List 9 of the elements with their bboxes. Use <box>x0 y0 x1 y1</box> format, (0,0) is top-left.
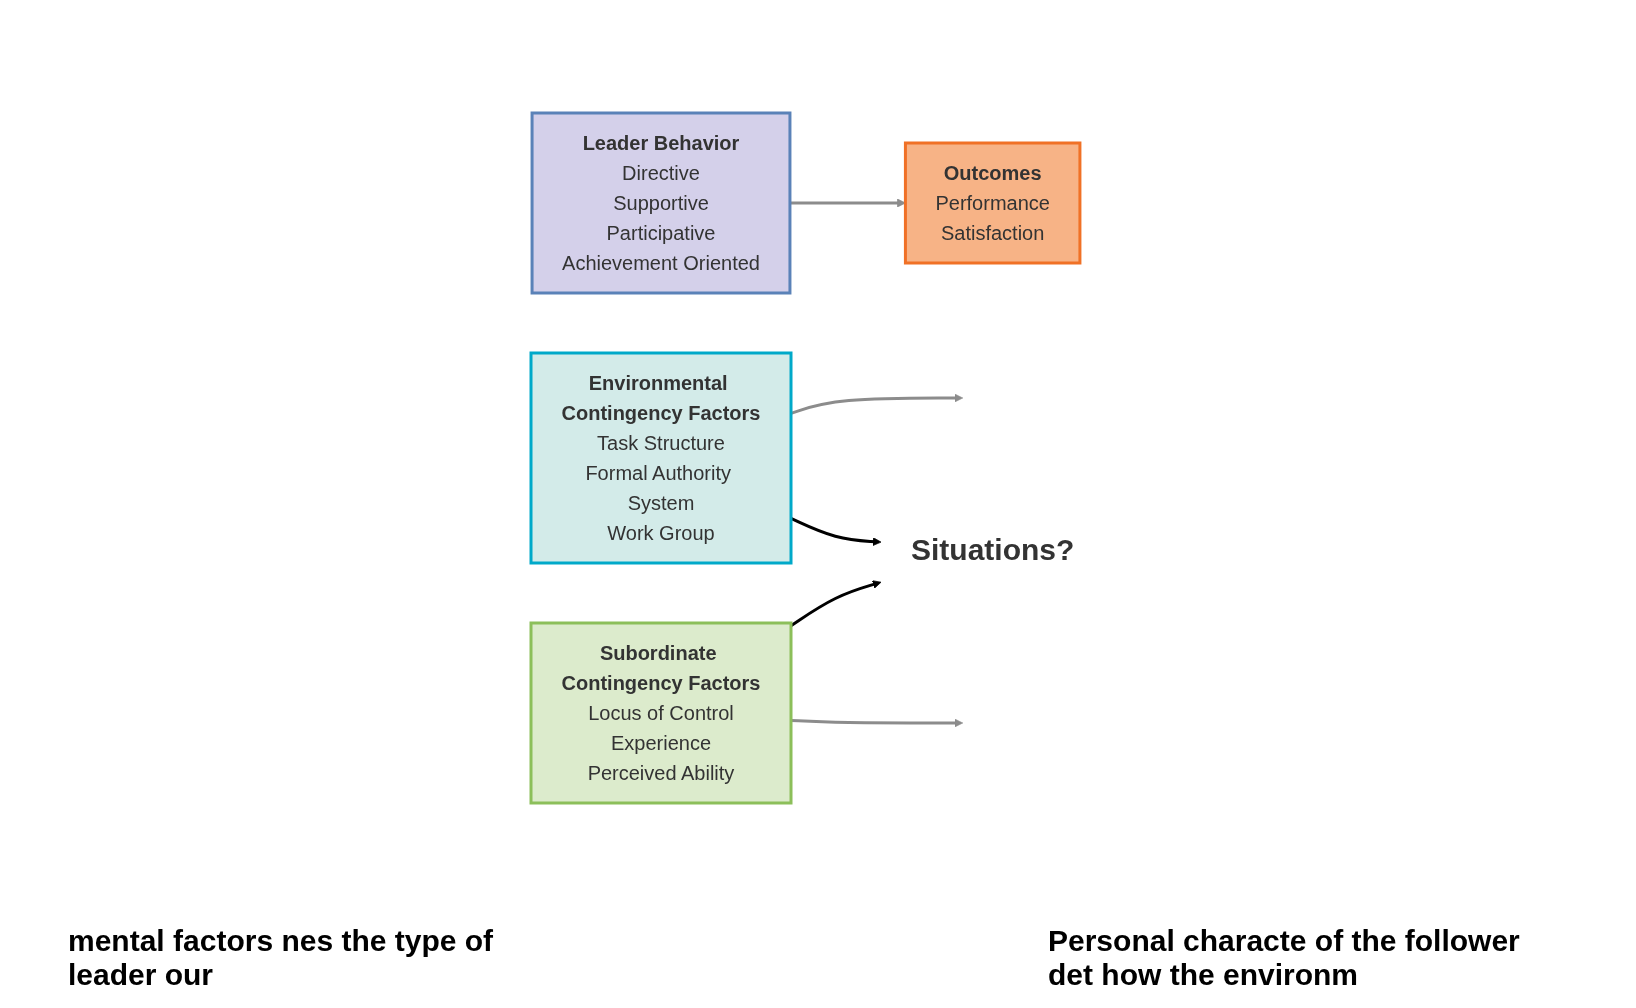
node-text: Situations? <box>911 532 1075 566</box>
node-box: Subordinate Contingency Factors Locus of Control Experience Perceived Ability <box>529 621 793 805</box>
arrow <box>791 718 964 728</box>
note-text: Personal characte of the follower det how the environm <box>1048 924 1521 992</box>
node-box: Outcomes Performance Satisfaction <box>904 141 1082 265</box>
arrow <box>790 580 882 627</box>
node-box: Leader Behavior Directive Supportive Participative Achievement Oriented <box>530 111 792 295</box>
node-box: Environmental Contingency Factors Task Structure Formal Authority System Work Group <box>529 351 793 565</box>
note-text: mental factors nes the type of leader our <box>68 924 495 992</box>
